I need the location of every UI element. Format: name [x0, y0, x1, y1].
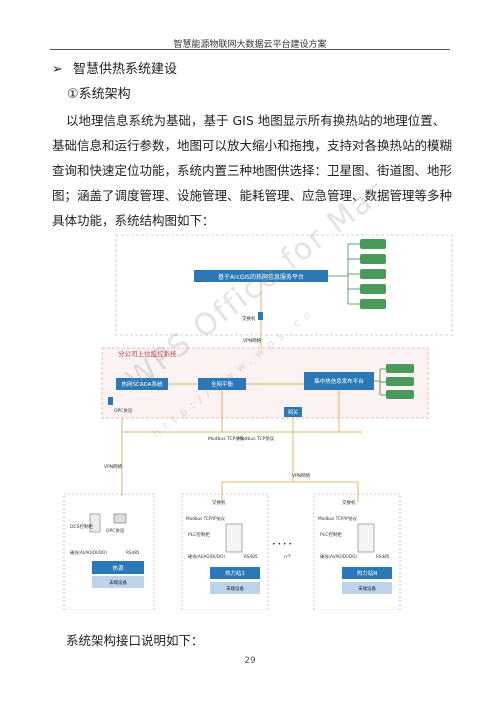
modbus-tcp-label-1: Modbus TCP协议: [208, 435, 245, 442]
hardwire-label-left: 硬线(AI/AO/DI/DO): [70, 549, 107, 556]
equipment-label-1: 末端设备: [226, 585, 244, 592]
gis-module-tree: [328, 239, 386, 309]
station-n-label: 热力站N: [357, 569, 378, 577]
equipment-box-left: [92, 576, 144, 588]
equipment-box-1: [210, 582, 260, 594]
opc-label: OPC协议: [114, 407, 133, 414]
switch-label-sn: 交换机: [342, 499, 356, 506]
page-number: 29: [244, 656, 256, 666]
gis-region: [115, 234, 453, 336]
vpn-label-right: VPN网络: [292, 472, 311, 479]
bullet-arrow-icon: ➢: [52, 62, 63, 77]
publish-box: [304, 372, 374, 390]
header-rule: [50, 49, 450, 50]
monitor-icon: [113, 513, 127, 524]
scada-label: 热网SCADA系统: [122, 380, 163, 388]
modbus-tcpip-label-1: Modbus TCP/IP协议: [186, 515, 226, 522]
page-header: 智慧能源物联网大数据云平台建设方案: [173, 40, 327, 50]
ellipsis-dots: • • • •: [272, 541, 292, 548]
rs485-label-left: RS485: [126, 550, 140, 555]
monitor-region-title: 分公司上位监控系统: [118, 349, 177, 358]
hardwire-label-1: 硬线(AI/AO/DI/DO): [188, 553, 225, 560]
hardwire-label-n: 硬线(AI/AO/DI/DO): [320, 553, 357, 560]
subsection-heading: ①系统架构: [67, 87, 131, 102]
equipment-box-n: [342, 582, 392, 594]
station-1-box: [210, 567, 260, 579]
gateway-label: 网关: [288, 409, 298, 416]
switch-label-s1: 交换机: [212, 499, 226, 506]
rs485-label-n: RS485: [376, 554, 390, 559]
heat-source-region: [63, 493, 155, 610]
vpn-label-left: VPN网络: [104, 463, 123, 470]
gis-platform-label: 基于ArcGIS的热网信息服务平台: [218, 273, 304, 281]
n-count-label: n个: [284, 554, 292, 560]
gis-module-2: [360, 254, 386, 264]
vpn-label-top: VPN网络: [243, 337, 262, 344]
station-n-box: [342, 567, 392, 579]
heat-source-box: [92, 561, 144, 574]
modbus-tcp-label-2: Modbus TCP协议: [238, 435, 275, 442]
heat-source-label: 热源: [112, 564, 124, 572]
switch-icon-mid: [108, 397, 113, 405]
gis-module-3: [360, 269, 386, 279]
caption-text: 系统架构接口说明如下：: [66, 633, 204, 648]
section-heading: ➢ 智慧供热系统建设: [52, 58, 177, 77]
equipment-label-n: 末端设备: [358, 585, 376, 592]
plc-label-n: PLC控制柜: [320, 531, 342, 538]
balance-label: 全网平衡: [211, 380, 234, 388]
publish-module-tree: [374, 364, 414, 399]
gateway-box: [284, 407, 302, 417]
body-paragraph: 以地理信息系统为基础，基于 GIS 地图显示所有换热站的地理位置、基础信息和运行…: [52, 113, 453, 228]
system-architecture-diagram: 基于ArcGIS的热网信息服务平台 交换机 VPN网络 分公司上位监控系统 热网…: [63, 234, 453, 610]
plc-label-1: PLC控制柜: [188, 531, 210, 538]
switch-icon-top: [258, 312, 263, 320]
balance-box: [198, 378, 246, 390]
dcs-label: DCS控制柜: [70, 523, 93, 530]
plc-cabinet-icon-1: [225, 523, 243, 553]
gis-platform-box: [194, 270, 328, 282]
plc-cabinet-icon-n: [357, 523, 375, 553]
section-title: 智慧供热系统建设: [73, 62, 178, 77]
scada-box: [116, 378, 168, 390]
station-1-region: [181, 493, 269, 610]
publish-label: 集中热信息发布平台: [314, 377, 364, 385]
gis-module-5: [360, 299, 386, 309]
station-1-label: 热力站1: [225, 569, 245, 577]
rs485-label-1: RS485: [244, 554, 258, 559]
modbus-tcpip-label-n: Modbus TCP/IP协议: [318, 515, 358, 522]
dcs-cabinet-icon: [89, 513, 101, 533]
equipment-label-left: 末端设备: [109, 579, 127, 586]
switch-label-top: 交换机: [242, 315, 256, 322]
gis-module-4: [360, 284, 386, 294]
station-n-region: [313, 493, 401, 610]
opc-label-left: OPC协议: [106, 527, 125, 534]
gis-module-1: [360, 239, 386, 249]
